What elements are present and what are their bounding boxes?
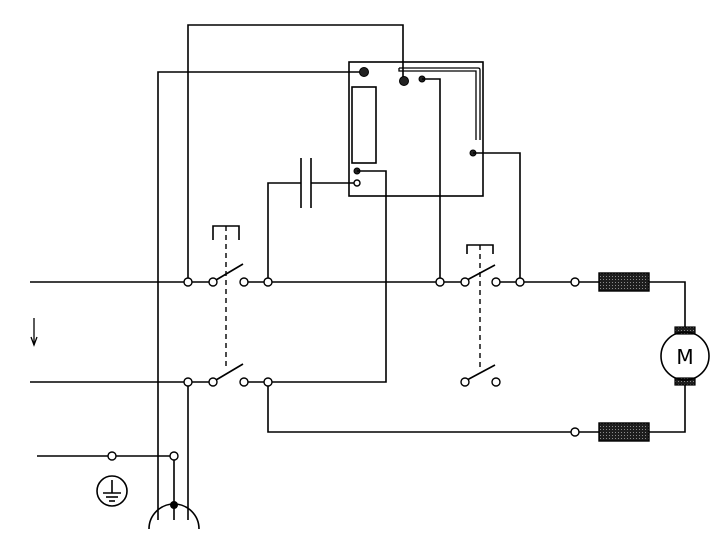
wire-to-motor-bottom (649, 384, 686, 433)
ground-icon (96, 475, 128, 507)
motor-brush-bottom (674, 377, 696, 386)
motor-label: M (676, 345, 693, 369)
wire-top-outer (187, 24, 404, 282)
wire-relay-to-switch2-out (473, 152, 521, 282)
switch-1-blade-top (215, 263, 244, 281)
relay-bimetal-strip-inner (398, 68, 477, 140)
switch-2-blade-top (466, 264, 496, 281)
wire-relay-to-lower (268, 170, 387, 383)
capacitor (267, 158, 354, 282)
relay-terminal-6 (353, 179, 361, 187)
wire-earth (37, 455, 175, 505)
switch-1 (212, 225, 244, 381)
top-wires (157, 24, 404, 520)
relay-box (348, 61, 484, 197)
arrow-down-icon (30, 318, 38, 347)
motor: M (660, 326, 710, 386)
motor-brush-top (674, 326, 696, 335)
relay-screw-1 (359, 67, 369, 77)
relay-window (351, 86, 377, 164)
plug-icon (148, 382, 200, 530)
switch-2 (466, 244, 496, 381)
terminals (107, 277, 580, 461)
relay-box-outline (348, 61, 484, 197)
resistor-bottom (598, 422, 650, 442)
wire-relay-to-switch2 (422, 78, 441, 282)
wire-cap-left (267, 182, 301, 282)
relay-bimetal-strip (399, 67, 481, 140)
switch-2-blade-bottom (466, 364, 496, 381)
motor-circle (660, 331, 710, 381)
switch-1-blade-bottom (215, 363, 244, 381)
wire-top-inner (157, 71, 364, 520)
wire-lower-loop (267, 382, 599, 433)
resistor-top (598, 272, 650, 292)
wire-to-motor-top (649, 281, 686, 327)
relay-screw-2 (399, 76, 409, 86)
